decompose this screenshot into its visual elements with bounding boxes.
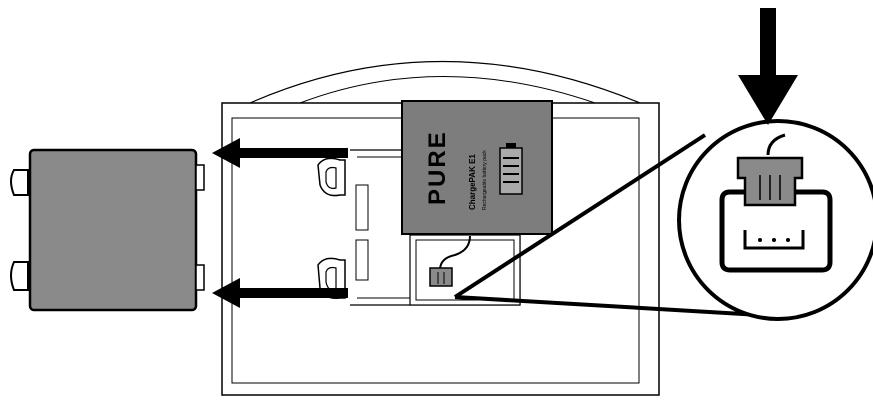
model-label: ChargePAK E1 [468, 154, 477, 210]
large-connector [736, 156, 804, 207]
left-arrow-icon [212, 278, 348, 308]
battery-clips [317, 157, 346, 300]
magnification-lines [453, 133, 761, 317]
battery-pack-removed [10, 148, 205, 312]
description-label: Rechargeable battery pack [482, 150, 488, 210]
chargepak-unit: PURE ChargePAK E1 Rechargeable battery p… [401, 100, 553, 235]
left-arrow-icon [212, 138, 348, 168]
small-connector [429, 267, 453, 287]
down-arrow-icon [738, 8, 798, 125]
connector-cable [439, 235, 471, 271]
brand-label: PURE [424, 130, 451, 205]
magnified-detail [677, 119, 873, 321]
battery-icon [499, 143, 523, 195]
